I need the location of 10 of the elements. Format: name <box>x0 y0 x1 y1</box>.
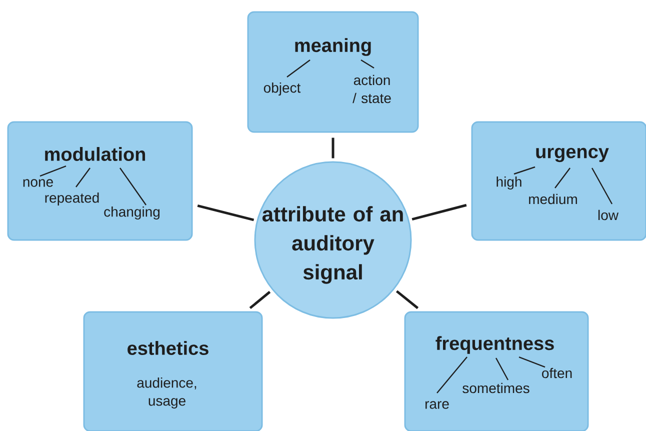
category-box: esthetics audience, usage <box>83 311 263 431</box>
connector-line <box>249 290 271 310</box>
connector-line <box>332 138 334 158</box>
connector-line <box>197 204 254 222</box>
category-box: meaning object action / state <box>247 11 419 133</box>
category-box: modulation none repeated changing <box>7 121 193 241</box>
category-box: frequentness rare sometimes often <box>404 311 589 431</box>
connector-line <box>396 290 419 310</box>
category-box: urgency high medium low <box>471 121 646 241</box>
connector-line <box>412 204 467 221</box>
